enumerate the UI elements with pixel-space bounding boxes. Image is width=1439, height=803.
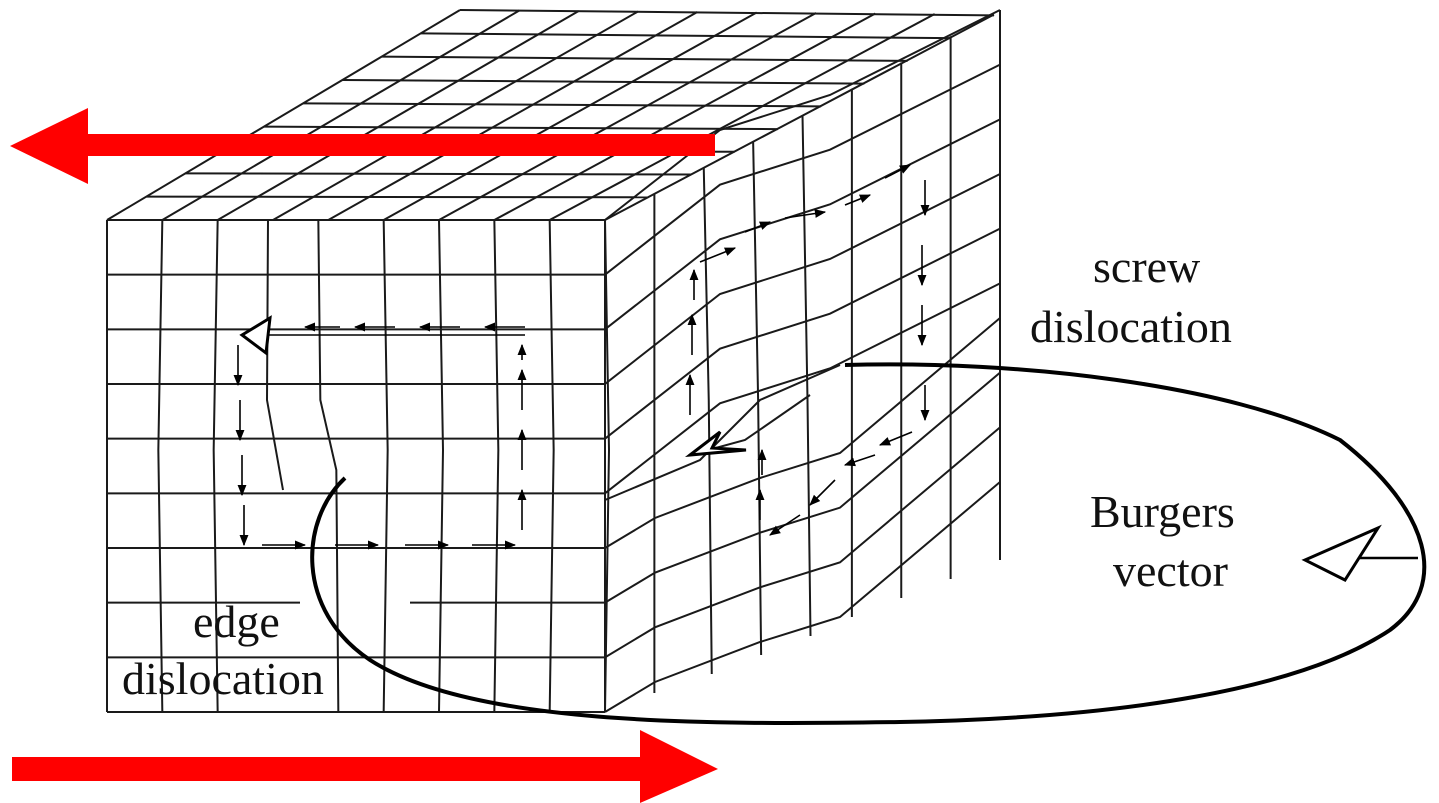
edge-label-line1: edge — [193, 596, 280, 647]
burgers-vector-arrowhead — [1301, 524, 1382, 582]
top-face-line — [493, 12, 876, 221]
right-face-line — [604, 317, 1001, 549]
edge-label-line2: dislocation — [122, 653, 324, 704]
edge-circuit-arrowhead — [239, 315, 272, 356]
right-face-line — [604, 173, 1001, 385]
burgers-circuit-loop — [310, 362, 1427, 725]
circuit-step-arrow — [769, 514, 801, 536]
right-face-line — [604, 371, 1001, 604]
top-face-line — [272, 10, 639, 221]
top-face-line — [185, 172, 692, 176]
burgers-label-line2: vector — [1113, 545, 1228, 596]
screw-label-line2: dislocation — [1030, 301, 1232, 352]
top-face-line — [438, 12, 817, 221]
right-face-line — [752, 141, 763, 656]
circuit-step-arrow — [884, 164, 911, 179]
lattice-line — [493, 219, 500, 713]
top-face-line — [217, 10, 580, 221]
lattice-line — [382, 219, 389, 713]
top-face-line — [381, 55, 908, 62]
top-face-line — [549, 13, 936, 221]
lattice-line — [212, 219, 219, 713]
shear-arrow-top — [10, 108, 715, 184]
shear-arrow-bottom — [12, 730, 718, 803]
lattice-line — [548, 219, 555, 713]
top-face-line — [146, 195, 649, 199]
right-face-line — [801, 114, 812, 637]
right-face-line — [604, 282, 1001, 495]
screw-circuit-arrowhead — [684, 430, 747, 457]
top-face-line — [106, 9, 461, 221]
top-face-line — [342, 79, 865, 85]
screw-label-line1: screw — [1093, 241, 1201, 292]
lattice-line — [317, 219, 340, 713]
right-face-line — [604, 118, 1001, 331]
circuit-step-arrow — [784, 209, 827, 219]
top-face-line — [459, 9, 995, 17]
crystal-lattice — [106, 9, 1001, 713]
lattice-line — [265, 219, 284, 491]
right-face-line — [702, 167, 713, 675]
circuit-step-arrow — [809, 479, 836, 506]
top-face-line — [420, 32, 951, 40]
top-face-line — [383, 11, 758, 221]
burgers-circuits — [233, 164, 930, 550]
top-face-line — [327, 11, 698, 221]
circuit-step-arrow — [878, 431, 913, 446]
circuit-step-arrow — [744, 221, 772, 233]
lattice-line — [604, 219, 611, 713]
circuit-step-arrow — [843, 454, 876, 467]
right-face-line — [604, 426, 1001, 659]
top-face-line — [303, 102, 822, 108]
right-face-line — [604, 227, 1001, 440]
right-face-line — [604, 9, 1001, 221]
top-face-line — [604, 13, 995, 221]
lattice-line — [438, 219, 445, 713]
right-face-line — [604, 63, 1001, 276]
circuit-step-arrow — [699, 247, 737, 263]
top-face-line — [263, 125, 778, 131]
burgers-label-line1: Burgers — [1090, 486, 1235, 537]
right-face-line — [604, 481, 1001, 713]
lattice-line — [157, 219, 164, 713]
circuit-step-arrow — [844, 194, 872, 206]
slip-step-edge — [604, 364, 841, 501]
top-face-line — [161, 9, 520, 221]
